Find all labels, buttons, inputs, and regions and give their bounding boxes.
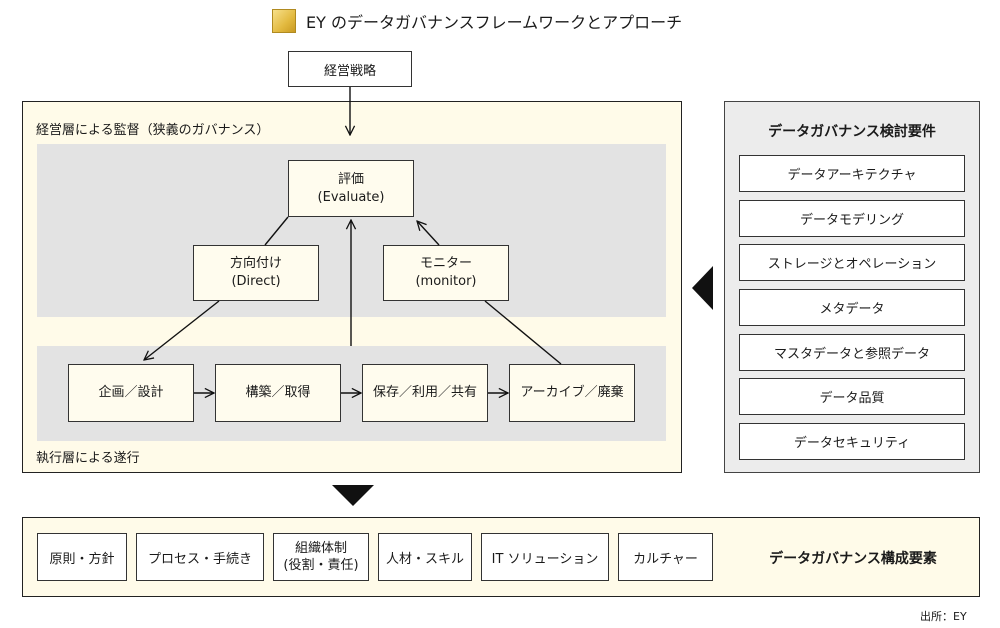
process-label: アーカイブ／廃棄 (520, 385, 624, 400)
requirement-label: データ品質 (819, 391, 885, 406)
requirements-title: データガバナンス検討要件 (768, 124, 936, 140)
left-triangle-icon (692, 266, 713, 310)
element-sublabel: (役割・責任) (283, 558, 359, 573)
process-box-plan: 企画／設計 (68, 364, 194, 422)
requirement-label: ストレージとオペレーション (767, 257, 937, 272)
requirement-item: データモデリング (739, 200, 965, 237)
process-label: 構築／取得 (245, 385, 311, 400)
diagram-title: EY のデータガバナンスフレームワークとアプローチ (306, 13, 683, 32)
process-label: 企画／設計 (98, 385, 164, 400)
element-box: カルチャー (618, 533, 713, 581)
elements-title: データガバナンス構成要素 (769, 551, 937, 567)
evaluate-sublabel: (Evaluate) (317, 189, 385, 205)
strategy-label: 経営戦略 (323, 63, 376, 79)
element-box: 人材・スキル (378, 533, 472, 581)
element-label: プロセス・手続き (147, 551, 252, 567)
requirement-label: データセキュリティ (793, 436, 911, 451)
element-box: 組織体制 (役割・責任) (273, 533, 369, 581)
element-label: カルチャー (633, 551, 698, 567)
strategy-box: 経営戦略 (288, 51, 412, 87)
direct-sublabel: (Direct) (231, 274, 281, 289)
element-label: 人材・スキル (385, 551, 464, 567)
requirement-label: マスタデータと参照データ (773, 347, 930, 362)
down-triangle-icon (332, 485, 374, 506)
requirement-item: ストレージとオペレーション (739, 244, 965, 281)
direct-label: 方向付け (229, 256, 282, 271)
requirement-label: データアーキテクチャ (787, 168, 917, 183)
requirement-label: メタデータ (819, 302, 885, 317)
evaluate-box: 評価 (Evaluate) (288, 160, 414, 217)
element-label: IT ソリューション (491, 551, 599, 567)
requirement-item: データアーキテクチャ (739, 155, 965, 192)
process-box-archive: アーカイブ／廃棄 (509, 364, 635, 422)
title-row: EY のデータガバナンスフレームワークとアプローチ (272, 8, 682, 34)
monitor-sublabel: (monitor) (415, 274, 477, 289)
process-label: 保存／利用／共有 (372, 385, 477, 400)
element-box: 原則・方針 (37, 533, 127, 581)
execution-label: 執行層による遂行 (36, 451, 140, 466)
element-label: 原則・方針 (49, 551, 115, 567)
monitor-box: モニター (monitor) (383, 245, 509, 301)
direct-box: 方向付け (Direct) (193, 245, 319, 301)
evaluate-label: 評価 (337, 171, 364, 187)
element-label: 組織体制 (294, 541, 347, 556)
requirement-item: メタデータ (739, 289, 965, 326)
requirement-item: データセキュリティ (739, 423, 965, 460)
element-box: IT ソリューション (481, 533, 609, 581)
process-box-build: 構築／取得 (215, 364, 341, 422)
requirement-item: マスタデータと参照データ (739, 334, 965, 371)
requirement-label: データモデリング (799, 213, 904, 228)
monitor-label: モニター (419, 256, 472, 271)
source-note: 出所：EY (920, 610, 967, 623)
element-box: プロセス・手続き (136, 533, 264, 581)
square-bullet-icon (272, 9, 296, 33)
process-box-use: 保存／利用／共有 (362, 364, 488, 422)
oversight-label: 経営層による監督（狭義のガバナンス） (36, 123, 270, 138)
requirement-item: データ品質 (739, 378, 965, 415)
